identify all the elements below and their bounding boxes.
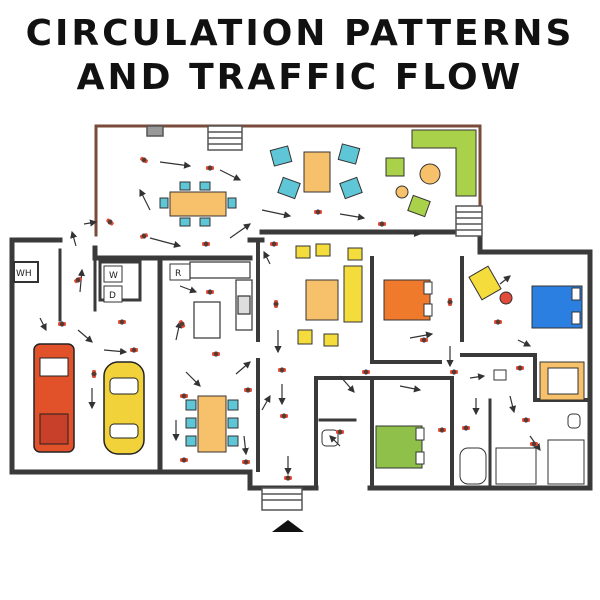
bathrooms: [321, 369, 585, 485]
fridge-label: R: [175, 269, 181, 279]
person-walking-icon: [494, 319, 502, 325]
person-walking-icon: [278, 367, 286, 373]
person-walking-icon: [516, 365, 524, 371]
person-walking-icon: [139, 232, 149, 240]
person-walking-icon: [91, 370, 97, 378]
red-car: [33, 343, 75, 453]
person-walking-icon: [180, 393, 188, 399]
person-walking-icon: [447, 298, 453, 306]
person-walking-icon: [284, 475, 292, 481]
walls: [9, 124, 593, 491]
person-walking-icon: [105, 217, 115, 227]
person-walking-icon: [118, 319, 126, 325]
person-walking-icon: [180, 457, 188, 463]
yellow-car: [103, 361, 145, 455]
person-walking-icon: [450, 369, 458, 375]
person-walking-icon: [336, 429, 344, 435]
bedroom-orange: [383, 279, 433, 321]
master-closet: [539, 361, 585, 401]
traffic-arrows: [39, 161, 541, 476]
person-walking-icon: [462, 425, 470, 431]
deck-stairs: [146, 125, 483, 237]
person-walking-icon: [130, 347, 138, 353]
person-walking-icon: [280, 413, 288, 419]
person-walking-icon: [139, 155, 149, 165]
person-walking-icon: [362, 369, 370, 375]
dryer-label: D: [109, 291, 116, 301]
person-walking-icon: [206, 165, 214, 171]
person-walking-icon: [212, 351, 220, 357]
bedroom-blue: [468, 265, 583, 329]
person-walking-icon: [530, 441, 538, 447]
person-walking-icon: [202, 241, 210, 247]
deck-lounge: [269, 129, 477, 218]
kitchen: [189, 261, 253, 339]
water-heater-label: WH: [16, 269, 32, 279]
title-line-1: CIRCULATION PATTERNS: [25, 13, 575, 54]
person-walking-icon: [58, 321, 66, 327]
deck-dining-set: [159, 181, 237, 227]
person-walking-icon: [314, 209, 322, 215]
front-porch: [261, 487, 303, 511]
triangle-up-icon: [272, 520, 304, 532]
person-walking-icon: [378, 221, 386, 227]
dining-set: [185, 395, 239, 453]
title-line-2: AND TRAFFIC FLOW: [76, 57, 524, 98]
washer-label: W: [109, 271, 118, 281]
person-walking-icon: [420, 337, 428, 343]
person-walking-icon: [273, 300, 279, 308]
person-walking-icon: [242, 459, 250, 465]
living-room: [295, 243, 363, 347]
person-walking-icon: [438, 427, 446, 433]
person-walking-icon: [244, 387, 252, 393]
person-walking-icon: [270, 241, 278, 247]
person-walking-icon: [522, 417, 530, 423]
bedroom-green: [375, 425, 425, 469]
person-walking-icon: [206, 289, 214, 295]
